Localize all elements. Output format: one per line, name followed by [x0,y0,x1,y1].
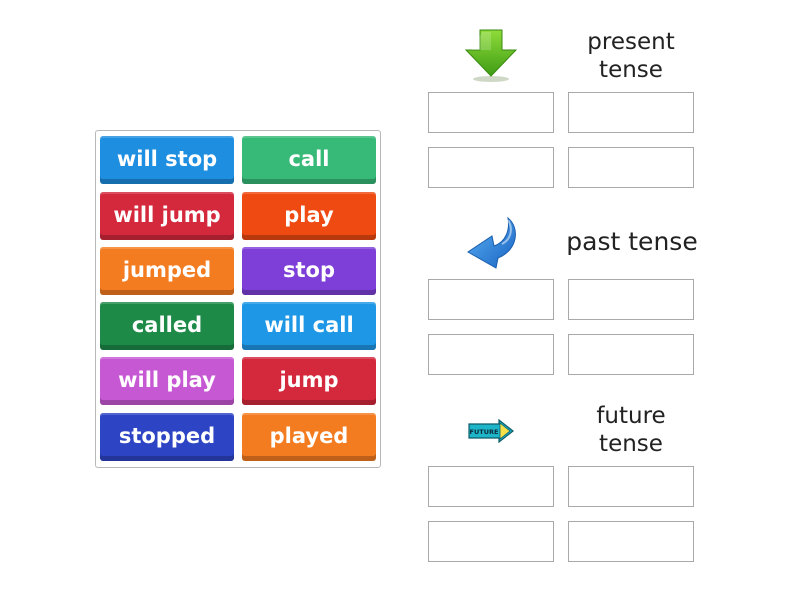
drop-slot[interactable] [428,334,554,375]
future-arrow-sign-icon: FUTURE [467,418,515,444]
future-tense-heading: future tense [566,402,696,458]
heading-line: tense [599,57,663,83]
tile-will-stop[interactable]: will stop [100,136,234,184]
drop-slot[interactable] [568,521,694,562]
tile-called[interactable]: called [100,302,234,350]
tile-play[interactable]: play [242,192,376,240]
heading-line: past tense [566,227,698,256]
tile-played[interactable]: played [242,413,376,461]
tile-will-play[interactable]: will play [100,357,234,405]
green-down-arrow-icon [464,28,518,84]
past-tense-heading: past tense [558,228,706,256]
drop-slot[interactable] [428,466,554,507]
drop-slot[interactable] [428,92,554,133]
tile-stopped[interactable]: stopped [100,413,234,461]
tile-stop[interactable]: stop [242,247,376,295]
present-tense-heading: present tense [566,28,696,84]
heading-line: present [587,29,675,55]
drop-slot[interactable] [568,466,694,507]
tile-call[interactable]: call [242,136,376,184]
tile-jumped[interactable]: jumped [100,247,234,295]
drop-slot[interactable] [568,279,694,320]
tile-will-call[interactable]: will call [242,302,376,350]
drop-slot[interactable] [428,147,554,188]
tile-will-jump[interactable]: will jump [100,192,234,240]
drop-slot[interactable] [568,334,694,375]
tile-bank: will stop call will jump play jumped sto… [95,130,381,468]
drop-slot[interactable] [568,147,694,188]
future-sign-text: FUTURE [470,428,499,436]
blue-curved-arrow-icon [462,214,522,274]
heading-line: tense [599,431,663,457]
drop-slot[interactable] [428,521,554,562]
drop-slot[interactable] [428,279,554,320]
drop-slot[interactable] [568,92,694,133]
tile-jump[interactable]: jump [242,357,376,405]
heading-line: future [596,403,666,429]
